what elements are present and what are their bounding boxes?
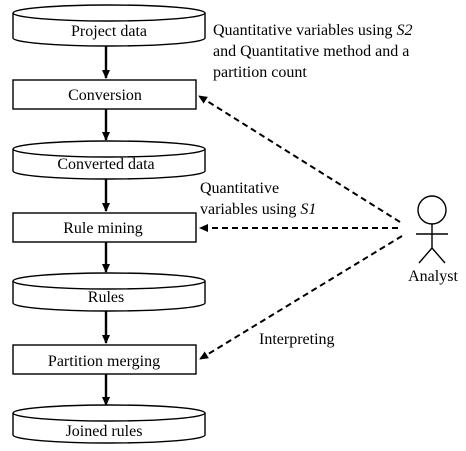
node-converted-data-label: Converted data: [57, 156, 154, 173]
analyst-right-leg: [431, 247, 446, 264]
analyst-label: Analyst: [408, 268, 458, 285]
node-rule-mining-label: Rule mining: [63, 220, 143, 237]
node-conversion-label: Conversion: [68, 87, 142, 104]
node-rule-mining: Rule mining: [12, 212, 197, 243]
analyst-actor: [416, 195, 448, 264]
node-conversion: Conversion: [12, 79, 197, 110]
mining-annotation-line2-prefix: variables using: [200, 201, 300, 218]
node-rules: Rules: [12, 272, 206, 312]
node-rules-label: Rules: [88, 289, 124, 306]
node-project-data-label: Project data: [71, 23, 147, 40]
conversion-annotation-var: S2: [397, 22, 413, 39]
mining-annotation-var: S1: [300, 201, 316, 218]
node-partition-merging: Partition merging: [12, 344, 197, 375]
conversion-annotation-line2: and Quantitative method and a: [213, 43, 409, 60]
node-joined-rules: Joined rules: [12, 404, 206, 444]
analyst-left-leg: [418, 247, 433, 264]
conversion-annotation-line3: partition count: [213, 64, 307, 81]
node-converted-data: Converted data: [12, 140, 206, 180]
node-joined-rules-label: Joined rules: [66, 423, 143, 440]
node-partition-merging-label: Partition merging: [48, 353, 160, 370]
conversion-annotation-line1-prefix: Quantitative variables using: [213, 22, 397, 39]
node-project-data: Project data: [12, 4, 206, 47]
merging-annotation: Interpreting: [259, 331, 335, 348]
mining-annotation-line1: Quantitative: [200, 180, 279, 197]
mining-annotation-line2: variables using S1: [200, 201, 316, 218]
conversion-annotation-line1: Quantitative variables using S2: [213, 22, 413, 39]
analyst-head: [417, 195, 447, 225]
